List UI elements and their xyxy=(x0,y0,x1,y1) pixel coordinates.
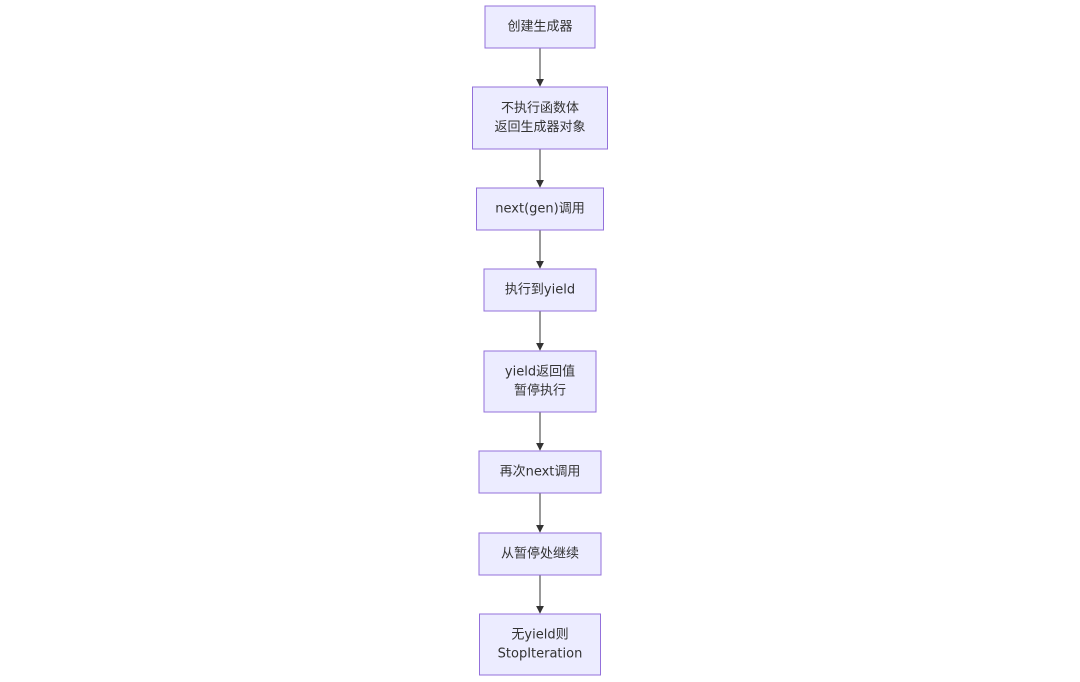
flow-node-label: 从暂停处继续 xyxy=(501,546,579,562)
flow-node-7: 从暂停处继续 xyxy=(478,532,602,576)
flow-node-box xyxy=(478,450,602,494)
flow-node-box xyxy=(484,5,596,49)
flow-node-box xyxy=(483,268,597,312)
flow-node-box xyxy=(472,86,608,150)
flow-node-label: next(gen)调用 xyxy=(495,202,584,217)
flow-node-label: 返回生成器对象 xyxy=(494,120,585,135)
flow-node-4: 执行到yield xyxy=(483,268,597,312)
flow-node-label: 创建生成器 xyxy=(507,20,572,35)
flow-node-label: yield返回值 xyxy=(505,364,575,380)
flow-node-label: StopIteration xyxy=(498,647,583,662)
flow-node-label: 无yield则 xyxy=(511,628,568,643)
flow-node-box xyxy=(478,532,602,576)
flow-node-6: 再次next调用 xyxy=(478,450,602,494)
flow-node-label: 暂停执行 xyxy=(514,383,566,399)
flow-node-8: 无yield则 StopIteration xyxy=(479,613,601,676)
flow-node-label: 不执行函数体 xyxy=(501,101,579,116)
flow-node-label: 执行到yield xyxy=(505,283,575,298)
flow-node-box xyxy=(479,613,601,676)
flow-node-box xyxy=(476,187,604,231)
flow-node-1: 创建生成器 xyxy=(484,5,596,49)
flow-node-3: next(gen)调用 xyxy=(476,187,604,231)
flow-node-box xyxy=(483,350,597,413)
flow-node-label: 再次next调用 xyxy=(500,464,581,480)
